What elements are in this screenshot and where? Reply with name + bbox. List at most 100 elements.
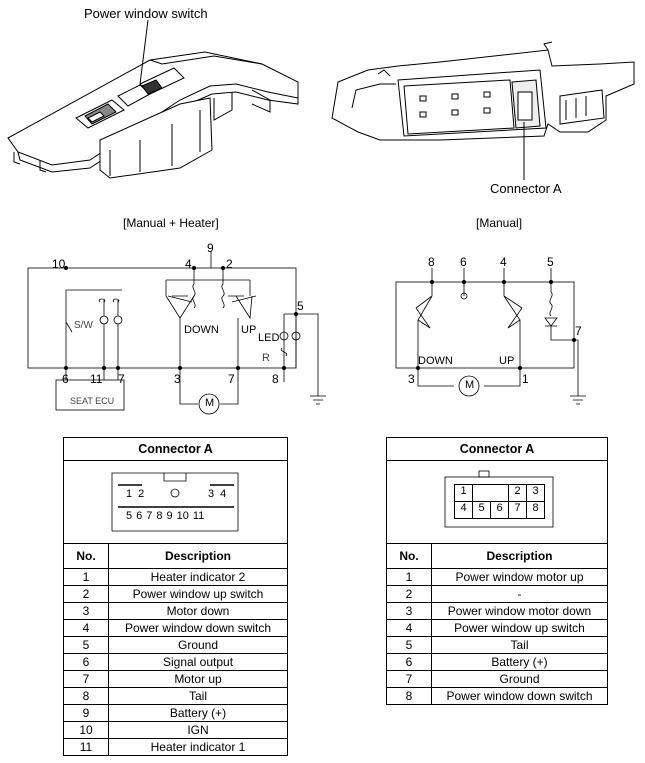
right-pin-blank <box>473 485 509 502</box>
right-connector-shape <box>444 470 554 528</box>
left-pin-label: 7 <box>146 510 153 522</box>
pin-description: Power window up switch <box>431 619 608 637</box>
right-pin-4: 4 <box>500 255 507 269</box>
pin-number: 8 <box>386 687 432 705</box>
left-pin-11: 11 <box>90 372 103 386</box>
pin-number: 7 <box>63 670 109 688</box>
left-pin-label: 2 <box>138 488 151 500</box>
pin-description: Ground <box>108 636 288 654</box>
pin-number: 6 <box>63 653 109 671</box>
right-pin-label: 7 <box>509 502 527 519</box>
switch-callout-line <box>139 19 149 85</box>
right-pin-label: 4 <box>455 502 473 519</box>
left-pin-6: 6 <box>62 372 69 386</box>
left-pin-label: 1 <box>126 488 139 500</box>
pin-number: 4 <box>386 619 432 637</box>
right-circuit-diagram <box>395 268 586 405</box>
right-pin-label: 3 <box>527 485 545 502</box>
table-row: 2- <box>386 585 608 603</box>
connector-callout-label: Connector A <box>490 181 562 196</box>
left-pin-label: 10 <box>176 510 189 522</box>
left-pin-9: 9 <box>207 241 214 255</box>
left-connector-pinout: 12 34 5 6 7 8 9 10 11 <box>63 460 288 544</box>
left-pin-8: 8 <box>272 372 279 386</box>
right-col-desc: Description <box>431 543 608 569</box>
pin-description: Tail <box>108 687 288 705</box>
pin-description: Battery (+) <box>431 653 608 671</box>
right-table-title: Connector A <box>386 437 608 461</box>
pin-number: 4 <box>63 619 109 637</box>
right-pin-label: 8 <box>527 502 545 519</box>
right-pin-3: 3 <box>408 372 415 386</box>
right-pin-7: 7 <box>575 324 582 338</box>
left-pin-3: 3 <box>174 372 181 386</box>
pin-number: 5 <box>386 636 432 654</box>
pin-number: 3 <box>63 602 109 620</box>
switch-illustrations <box>7 19 635 180</box>
pin-number: 3 <box>386 602 432 620</box>
left-table-title: Connector A <box>63 437 288 461</box>
pin-description: Motor down <box>108 602 288 620</box>
pin-description: Power window motor down <box>431 602 608 620</box>
right-pin-label: 5 <box>473 502 491 519</box>
left-pin-label: 3 <box>208 488 221 500</box>
pin-description: Power window motor up <box>431 568 608 586</box>
left-connector-table: Connector A 12 34 5 6 7 8 9 10 11 No. De… <box>63 437 288 756</box>
left-connector-shape <box>111 472 239 532</box>
left-down-label: DOWN <box>184 324 219 336</box>
right-down-label: DOWN <box>418 355 453 367</box>
left-pin-5: 5 <box>297 299 304 313</box>
pin-description: - <box>431 585 608 603</box>
pin-description: Power window up switch <box>108 585 288 603</box>
right-pin-5: 5 <box>547 255 554 269</box>
switch-panel-top-illustration <box>7 51 299 179</box>
left-circuit-title: [Manual + Heater] <box>123 216 219 230</box>
seat-ecu-label: SEAT ECU <box>70 396 115 406</box>
right-pin-label: 6 <box>491 502 509 519</box>
pin-description: Heater indicator 2 <box>108 568 288 586</box>
pin-number: 1 <box>386 568 432 586</box>
pin-number: 7 <box>386 670 432 688</box>
pin-description: Power window down switch <box>108 619 288 637</box>
pin-description: IGN <box>108 721 288 739</box>
pin-number: 2 <box>63 585 109 603</box>
pin-description: Signal output <box>108 653 288 671</box>
left-pin-10: 10 <box>52 257 66 271</box>
left-pin-label: 4 <box>220 488 233 500</box>
right-pin-label: 1 <box>455 485 473 502</box>
right-connector-table: Connector A 1 2 3 4 5 6 7 8 No. Descript… <box>386 437 608 705</box>
pin-number: 5 <box>63 636 109 654</box>
left-pin-label: 9 <box>166 510 173 522</box>
left-col-desc: Description <box>108 543 288 569</box>
pin-number: 9 <box>63 704 109 722</box>
right-pin-1: 1 <box>522 372 529 386</box>
pin-number: 6 <box>386 653 432 671</box>
pin-number: 2 <box>386 585 432 603</box>
pin-description: Power window down switch <box>431 687 608 705</box>
led-label: LED <box>258 332 280 344</box>
left-pin-7a: 7 <box>118 372 125 386</box>
pin-description: Ground <box>431 670 608 688</box>
pin-description: Battery (+) <box>108 704 288 722</box>
switch-panel-bottom-illustration <box>331 41 635 141</box>
left-pin-label: 5 <box>126 510 133 522</box>
left-motor-label: M <box>205 397 215 409</box>
left-pin-label: 8 <box>156 510 163 522</box>
right-pin-6: 6 <box>460 255 467 269</box>
